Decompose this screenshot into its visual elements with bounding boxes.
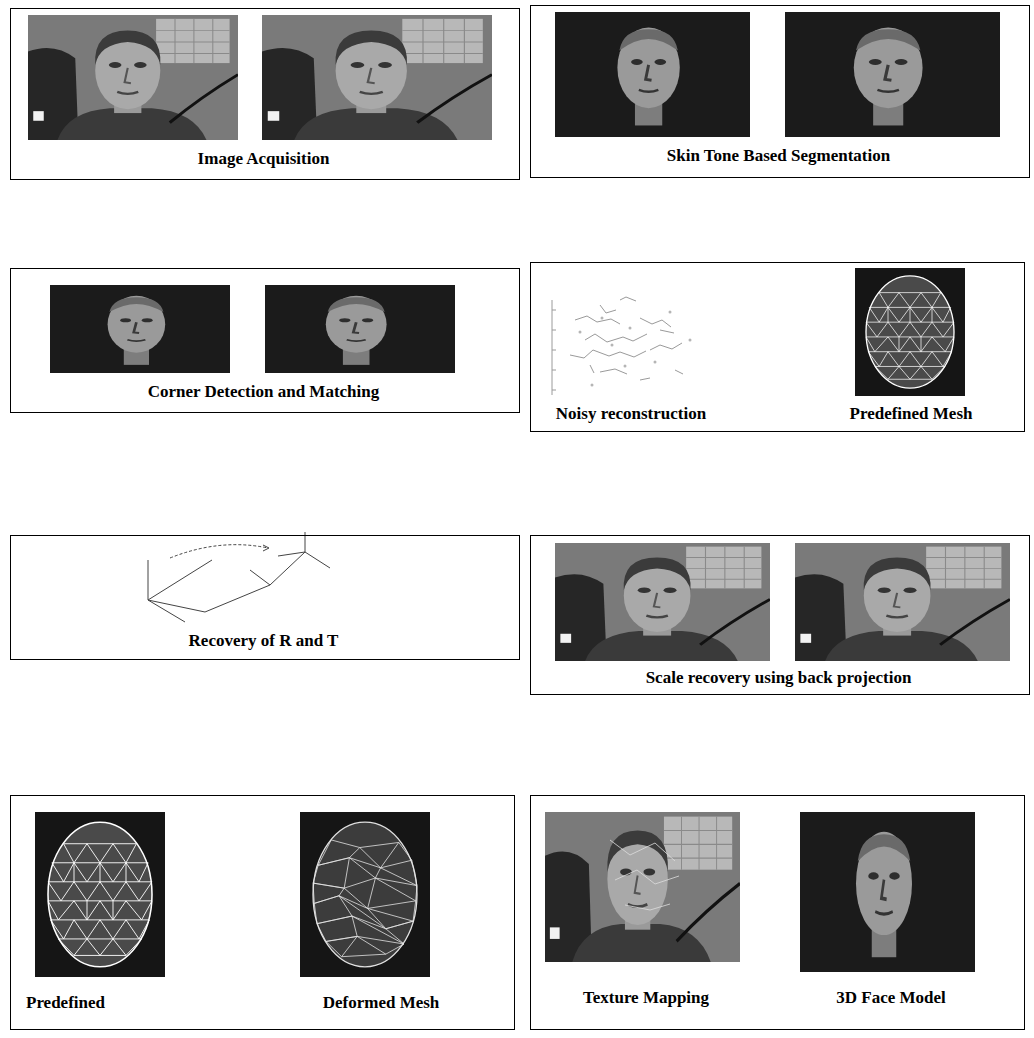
- step-panel: Texture Mapping 3D Face Model: [530, 795, 1025, 1030]
- step-caption: Deformed Mesh: [286, 993, 476, 1013]
- noisy-points: [552, 297, 683, 395]
- step-panel: Recovery of R and T: [10, 535, 520, 660]
- step-panel: Predefined Deformed Mesh: [10, 795, 515, 1030]
- step-panel: Corner Detection and Matching: [10, 268, 520, 413]
- step-caption: Noisy reconstruction: [536, 404, 726, 424]
- step-caption: Predefined: [26, 993, 206, 1013]
- step-panel: Skin Tone Based Segmentation: [530, 5, 1030, 178]
- step-caption: 3D Face Model: [786, 988, 996, 1008]
- step-caption: Skin Tone Based Segmentation: [531, 146, 1026, 166]
- step-caption: Image Acquisition: [11, 149, 516, 169]
- step-caption: Texture Mapping: [541, 988, 751, 1008]
- coordinate-frames: [148, 532, 330, 622]
- step-caption: Scale recovery using back projection: [531, 668, 1026, 688]
- step-panel: Noisy reconstruction Predefined Mesh: [530, 262, 1025, 432]
- step-caption: Corner Detection and Matching: [11, 382, 516, 402]
- step-panel: Image Acquisition: [10, 8, 520, 180]
- step-panel: Scale recovery using back projection: [530, 535, 1030, 695]
- step-caption: Predefined Mesh: [821, 404, 1001, 424]
- step-caption: Recovery of R and T: [11, 631, 516, 651]
